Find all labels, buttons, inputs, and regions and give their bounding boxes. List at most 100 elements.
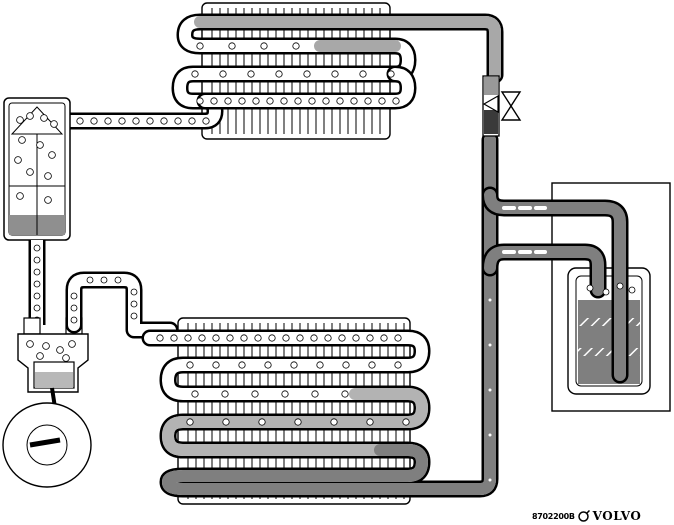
refrigerant-bubble <box>188 117 196 125</box>
refrigerant-bubble <box>68 340 76 348</box>
refrigerant-bubble <box>156 334 164 342</box>
refrigerant-bubble <box>48 151 56 159</box>
refrigerant-bubble <box>488 388 492 392</box>
refrigerant-bubble <box>170 334 178 342</box>
refrigerant-bubble <box>36 141 44 149</box>
refrigerant-bubble <box>62 354 70 362</box>
refrigerant-bubble <box>294 418 302 426</box>
refrigerant-bubble <box>26 112 34 120</box>
refrigerant-bubble <box>196 42 204 50</box>
refrigerant-bubble <box>330 418 338 426</box>
refrigerant-bubble <box>44 172 52 180</box>
refrigerant-bubble <box>586 284 594 292</box>
refrigerant-bubble <box>196 97 204 105</box>
refrigerant-bubble <box>130 288 138 296</box>
refrigerant-bubble <box>350 97 358 105</box>
refrigerant-bubble <box>254 334 262 342</box>
refrigerant-bubble <box>368 361 376 369</box>
refrigerant-bubble <box>628 286 636 294</box>
refrigerant-bubble <box>76 117 84 125</box>
refrigerant-bubble <box>221 390 229 398</box>
refrigerant-bubble <box>160 117 168 125</box>
drier-to-compressor-line <box>28 240 46 325</box>
refrigerant-bubble <box>322 97 330 105</box>
refrigerant-bubble <box>44 196 52 204</box>
compressor-line <box>65 271 179 339</box>
part-number: 8702200B <box>532 511 575 521</box>
refrigerant-bubble <box>56 346 64 354</box>
refrigerant-bubble <box>222 418 230 426</box>
refrigerant-bubble <box>488 433 492 437</box>
refrigerant-bubble <box>114 276 122 284</box>
refrigerant-bubble <box>228 42 236 50</box>
refrigerant-bubble <box>70 304 78 312</box>
refrigerant-bubble <box>378 97 386 105</box>
refrigerant-bubble <box>33 268 41 276</box>
refrigerant-bubble <box>290 361 298 369</box>
refrigerant-bubble <box>33 256 41 264</box>
refrigerant-bubble <box>336 97 344 105</box>
refrigerant-bubble <box>18 136 26 144</box>
refrigerant-bubble <box>198 334 206 342</box>
refrigerant-bubble <box>210 97 218 105</box>
refrigerant-bubble <box>252 97 260 105</box>
expansion-valve <box>482 75 522 137</box>
refrigerant-bubble <box>33 244 41 252</box>
refrigerant-bubble <box>380 334 388 342</box>
refrigerant-bubble <box>42 342 50 350</box>
suction-line-dots <box>488 298 492 482</box>
refrigerant-bubble <box>352 334 360 342</box>
refrigerant-bubble <box>331 70 339 78</box>
refrigerant-bubble <box>33 292 41 300</box>
refrigerant-bubble <box>324 334 332 342</box>
refrigerant-bubble <box>282 334 290 342</box>
refrigerant-bubble <box>146 117 154 125</box>
figure-caption: 8702200B VOLVO <box>532 508 672 524</box>
refrigerant-bubble <box>359 70 367 78</box>
refrigerant-bubble <box>488 298 492 302</box>
volvo-logo-icon <box>577 510 590 522</box>
refrigerant-bubble <box>104 117 112 125</box>
refrigerant-bubble <box>202 117 210 125</box>
refrigerant-bubble <box>275 70 283 78</box>
refrigerant-bubble <box>16 116 24 124</box>
refrigerant-bubble <box>303 70 311 78</box>
refrigerant-bubble <box>70 292 78 300</box>
refrigerant-bubble <box>281 390 289 398</box>
refrigerant-bubble <box>174 117 182 125</box>
refrigerant-bubble <box>251 390 259 398</box>
refrigerant-bubble <box>186 418 194 426</box>
refrigerant-bubble <box>488 478 492 482</box>
refrigerant-bubble <box>238 97 246 105</box>
refrigerant-bubble <box>308 97 316 105</box>
refrigerant-bubble <box>394 334 402 342</box>
refrigerant-bubble <box>224 97 232 105</box>
refrigerant-bubble <box>387 70 395 78</box>
refrigerant-bubble <box>184 334 192 342</box>
refrigerant-bubble <box>294 97 302 105</box>
refrigerant-bubble <box>118 117 126 125</box>
refrigerant-bubble <box>33 280 41 288</box>
refrigerant-bubble <box>342 361 350 369</box>
receiver-drier <box>3 97 71 241</box>
refrigerant-bubble <box>311 390 319 398</box>
refrigerant-bubble <box>219 70 227 78</box>
refrigerant-bubble <box>33 304 41 312</box>
refrigerant-bubble <box>316 361 324 369</box>
refrigerant-bubble <box>212 361 220 369</box>
refrigerant-bubble <box>50 120 58 128</box>
refrigerant-bubble <box>488 343 492 347</box>
refrigerant-bubble <box>341 390 349 398</box>
refrigerant-bubble <box>247 70 255 78</box>
refrigerant-bubble <box>616 282 624 290</box>
refrigerant-bubble <box>602 288 610 296</box>
refrigerant-bubble <box>26 340 34 348</box>
condenser <box>61 2 504 140</box>
refrigerant-bubble <box>191 70 199 78</box>
refrigerant-bubble <box>86 276 94 284</box>
refrigerant-bubble <box>130 312 138 320</box>
refrigerant-bubble <box>16 192 24 200</box>
refrigerant-bubble <box>26 168 34 176</box>
refrigerant-bubble <box>186 361 194 369</box>
